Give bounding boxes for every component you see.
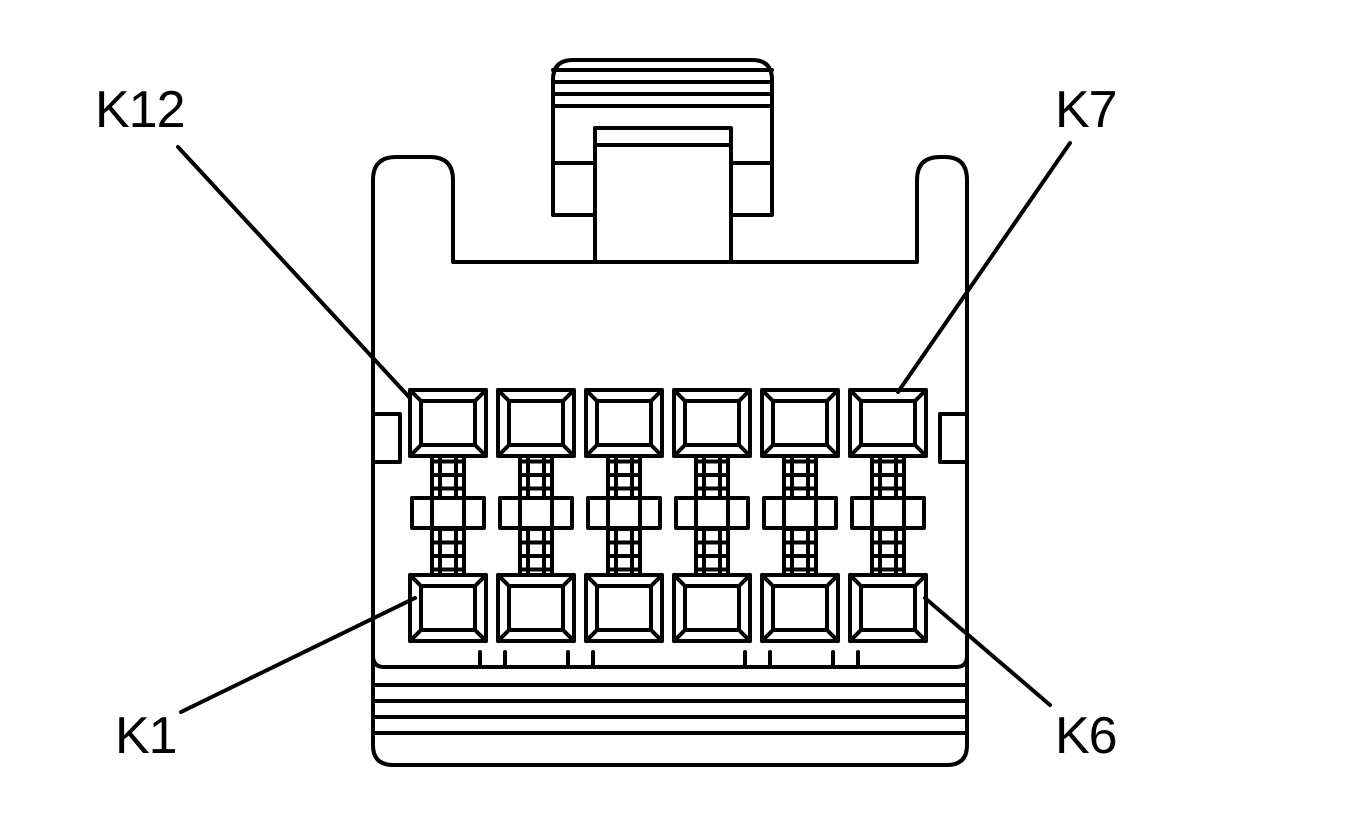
cavity-bottom-bevel [672,628,687,643]
label-k6: K6 [1055,707,1118,765]
cavity-bottom [496,573,576,643]
cavity-bottom-bevel [561,628,576,643]
cavity-column [848,388,928,643]
cavity-bottom-inner [771,584,829,632]
cavity-top-bevel [408,443,423,458]
cavity-top-bevel [825,388,840,403]
cavity-top [848,388,928,458]
cavity-top-bevel [825,443,840,458]
cavity-bottom-bevel [760,573,775,588]
cavity-top-bevel [584,388,599,403]
cavity-top-bevel [672,443,687,458]
cavity-top [672,388,752,458]
cavity-column [584,388,664,643]
cavity-top [496,388,576,458]
cavity-bottom-bevel [913,628,928,643]
cavity-bottom [672,573,752,643]
cavity-column [760,388,840,643]
cavity-column [408,388,488,643]
cavity-top-bevel [848,388,863,403]
cavity-bottom-bevel [737,628,752,643]
leader-line-k1 [179,596,417,714]
cavity-bottom-bevel [649,573,664,588]
cavity-bottom-bevel [584,573,599,588]
cavity-top-bevel [848,443,863,458]
side-bump-left [371,412,402,464]
cavity-top-bevel [913,388,928,403]
cavity-bottom [584,573,664,643]
cavity-column [496,388,576,643]
cavity-bottom-bevel [825,628,840,643]
cavity-top-bevel [737,443,752,458]
label-k1: K1 [115,707,178,765]
cavity-bottom-bevel [848,628,863,643]
cavity-bottom-bevel [561,573,576,588]
cavity-top-inner [419,399,477,447]
cavity-crossbar-center [518,496,554,530]
cavity-top-bevel [496,388,511,403]
label-k12: K12 [95,81,186,139]
cavity-bottom-bevel [737,573,752,588]
cavity-top-inner [507,399,565,447]
cavity-top [584,388,664,458]
cavity-top-bevel [737,388,752,403]
cavity-bottom [408,573,488,643]
cavity-bottom-inner [859,584,917,632]
cavity-bottom-inner [683,584,741,632]
cavity-top-bevel [408,388,423,403]
cavity-bottom-bevel [473,573,488,588]
cavity-bottom-bevel [496,573,511,588]
leader-line-k6 [923,596,1052,707]
cavity-top-bevel [649,443,664,458]
cavity-top-bevel [760,443,775,458]
cavity-bottom [848,573,928,643]
cavity-top-bevel [561,388,576,403]
cavity-top-bevel [496,443,511,458]
cavity-top-bevel [672,388,687,403]
label-k7: K7 [1055,81,1118,139]
cavity-bottom-inner [595,584,653,632]
cavity-top-inner [771,399,829,447]
cavity-bottom-bevel [473,628,488,643]
terminal-cavities [408,388,928,643]
cavity-crossbar-center [430,496,466,530]
cavity-bottom-bevel [408,628,423,643]
cavity-top-inner [859,399,917,447]
cavity-top-inner [595,399,653,447]
leader-line-k7 [896,141,1072,394]
cavity-top-bevel [760,388,775,403]
leader-line-k12 [176,145,412,400]
cavity-top-bevel [473,388,488,403]
cavity-bottom-bevel [584,628,599,643]
cavity-bottom-inner [507,584,565,632]
cavity-top-bevel [561,443,576,458]
cavity-bottom [760,573,840,643]
cavity-top-inner [683,399,741,447]
side-bump-right [938,412,969,464]
cavity-crossbar-center [782,496,818,530]
cavity-bottom-inner [419,584,477,632]
cavity-bottom-bevel [649,628,664,643]
cavity-bottom-bevel [825,573,840,588]
cavity-bottom-bevel [760,628,775,643]
cavity-crossbar-center [606,496,642,530]
cavity-crossbar-center [870,496,906,530]
lock-window [593,126,733,264]
cavity-bottom-bevel [848,573,863,588]
cavity-top-bevel [649,388,664,403]
cavity-top [760,388,840,458]
cavity-bottom-bevel [913,573,928,588]
cavity-top-bevel [913,443,928,458]
cavity-top-bevel [473,443,488,458]
cavity-bottom-bevel [408,573,423,588]
cavity-top [408,388,488,458]
bottom-ribs [371,650,969,735]
cavity-bottom-bevel [672,573,687,588]
cavity-top-bevel [584,443,599,458]
cavity-bottom-bevel [496,628,511,643]
cavity-column [672,388,752,643]
cavity-crossbar-center [694,496,730,530]
